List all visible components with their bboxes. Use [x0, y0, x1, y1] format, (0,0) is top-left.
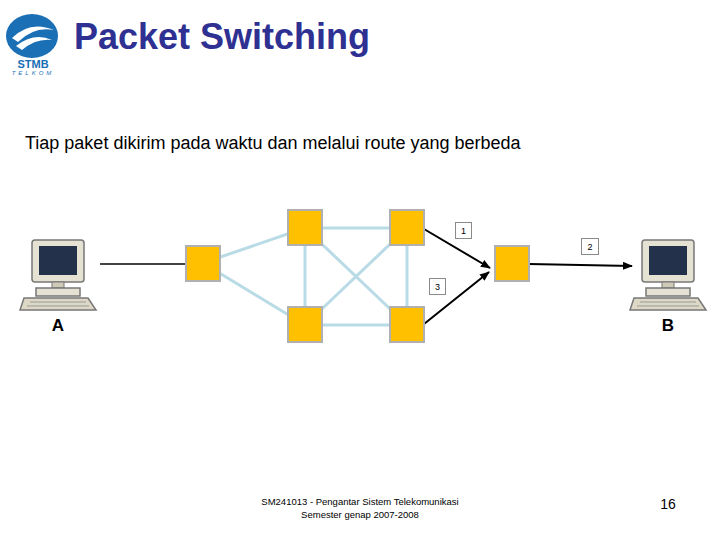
footer-text: SM241013 - Pengantar Sistem Telekomunika…	[160, 496, 560, 507]
callout-number: 2	[587, 242, 592, 252]
computer-node: A	[18, 236, 98, 342]
route-arrow	[424, 272, 489, 324]
packet-number-box: 1	[455, 222, 472, 239]
slide-title: Packet Switching	[74, 16, 370, 58]
switch-node	[495, 246, 529, 281]
switch-node	[390, 210, 424, 245]
switch-node	[288, 307, 322, 342]
access-link	[100, 263, 186, 265]
logo-globe	[6, 14, 58, 58]
page-number: 16	[640, 496, 696, 512]
computer-label: B	[628, 316, 708, 336]
callout-number: 3	[435, 282, 440, 292]
route-arrow	[529, 264, 632, 266]
footer-text: Semester genap 2007-2008	[160, 509, 560, 520]
switches	[186, 210, 529, 342]
subtitle: Tiap paket dikirim pada waktu dan melalu…	[25, 133, 705, 154]
logo-text: STMB	[6, 58, 60, 70]
computer-node: B	[628, 236, 708, 342]
logo	[6, 14, 58, 58]
packet-number-box: 2	[581, 238, 599, 255]
switch-node	[186, 246, 220, 281]
callout-number: 1	[461, 226, 466, 236]
computer-icon	[18, 236, 98, 312]
logo-swirl	[16, 37, 52, 50]
logo-text: TELKOM	[4, 70, 62, 76]
packet-number-box: 3	[429, 278, 446, 295]
switch-node	[390, 307, 424, 342]
packet-routes	[424, 229, 632, 324]
computer-icon	[628, 236, 708, 312]
switch-node	[288, 210, 322, 245]
computer-label: A	[18, 316, 98, 336]
